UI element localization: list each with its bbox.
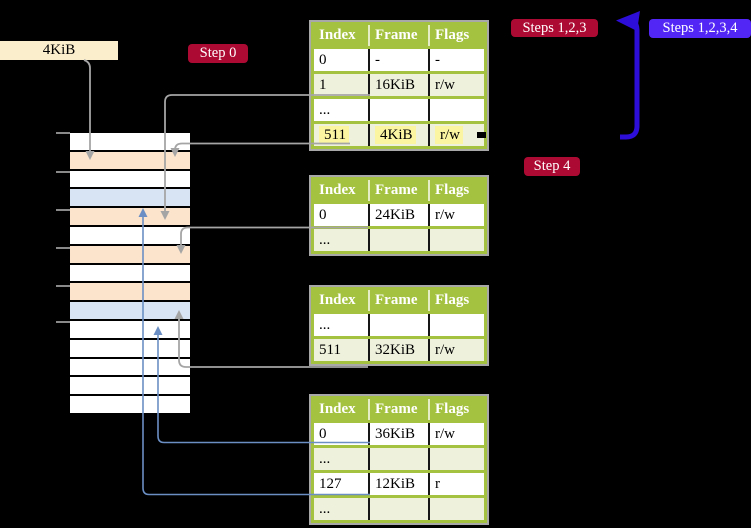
memory-frame-free [70, 358, 190, 376]
column-header: Frame [368, 23, 429, 48]
column-header: Flags [428, 23, 486, 48]
memory-tick [56, 132, 70, 134]
memory-tick [56, 285, 70, 287]
cell-flags: r [428, 470, 486, 497]
cell-flags: r/w [428, 420, 486, 447]
memory-frame-page-table [70, 208, 190, 225]
cell-frame [368, 311, 429, 338]
column-header: Index [312, 397, 369, 422]
table-header-row: Index Frame Flags [312, 178, 486, 203]
page-table-level-3: Index Frame Flags 0 24KiB r/w ... [309, 175, 489, 256]
memory-frame-page-table [70, 245, 190, 263]
memory-frame-page-table [70, 151, 190, 169]
table-row: ... [312, 96, 486, 123]
cell-frame: 36KiB [368, 420, 429, 447]
table-row: 0 24KiB r/w [312, 201, 486, 228]
memory-tick [56, 321, 70, 323]
memory-frame-mapped-page [70, 302, 190, 319]
memory-frame-free [70, 170, 190, 188]
table-header-row: Index Frame Flags [312, 23, 486, 48]
cell-flags [428, 445, 486, 472]
cell-index: ... [312, 96, 369, 123]
cell-frame: - [368, 46, 429, 73]
cell-flags [428, 226, 486, 253]
column-header: Flags [428, 288, 486, 313]
badge-step-0: Step 0 [188, 44, 248, 63]
column-header: Index [312, 288, 369, 313]
memory-frame-free [70, 377, 190, 395]
memory-tick [56, 209, 70, 211]
table-row: 511 32KiB r/w [312, 336, 486, 363]
cr3-frame-box: 4KiB [0, 41, 118, 60]
column-header: Index [312, 23, 369, 48]
memory-frame-free [70, 320, 190, 338]
cell-flags [428, 311, 486, 338]
cell-flags [428, 96, 486, 123]
page-table-level-1: Index Frame Flags 0 36KiB r/w ... 127 12… [309, 394, 489, 525]
table-row: 127 12KiB r [312, 470, 486, 497]
table-row: 0 - - [312, 46, 486, 73]
recursive-steps-arrow [616, 11, 640, 140]
cell-frame: 4KiB [368, 121, 429, 148]
column-header: Frame [368, 397, 429, 422]
cell-flags: - [428, 46, 486, 73]
memory-tick [56, 247, 70, 249]
cell-index: 0 [312, 420, 369, 447]
memory-frame-free [70, 339, 190, 357]
table-row: ... [312, 311, 486, 338]
cell-flags: r/w [428, 336, 486, 363]
page-table-level-4: Index Frame Flags 0 - - 1 16KiB r/w ... … [309, 20, 489, 151]
page-table-level-2: Index Frame Flags ... 511 32KiB r/w [309, 285, 489, 366]
cell-flags: r/w [428, 71, 486, 98]
table-row: ... [312, 495, 486, 522]
memory-frame-free [70, 264, 190, 282]
table-row: ... [312, 226, 486, 253]
cell-index: 511 [312, 121, 369, 148]
column-header: Frame [368, 178, 429, 203]
cell-index: 0 [312, 201, 369, 228]
memory-frame-page-table [70, 283, 190, 301]
memory-frame-free [70, 133, 190, 150]
memory-frame-free [70, 226, 190, 244]
cell-frame [368, 445, 429, 472]
cell-index: 1 [312, 71, 369, 98]
cell-frame [368, 96, 429, 123]
badge-steps-1234: Steps 1,2,3,4 [649, 19, 751, 38]
memory-frame-free [70, 396, 190, 413]
badge-steps-123: Steps 1,2,3 [511, 19, 598, 37]
table-header-row: Index Frame Flags [312, 397, 486, 422]
cell-flags [428, 495, 486, 522]
cell-index: 511 [312, 336, 369, 363]
cell-frame: 12KiB [368, 470, 429, 497]
cell-flags: r/w [428, 201, 486, 228]
cell-index: ... [312, 226, 369, 253]
cell-frame: 24KiB [368, 201, 429, 228]
cell-index: ... [312, 311, 369, 338]
column-header: Frame [368, 288, 429, 313]
memory-tick [56, 171, 70, 173]
table-row: ... [312, 445, 486, 472]
column-header: Index [312, 178, 369, 203]
cell-frame: 32KiB [368, 336, 429, 363]
column-header: Flags [428, 178, 486, 203]
cell-index: ... [312, 445, 369, 472]
cell-frame [368, 226, 429, 253]
memory-frame-mapped-page [70, 189, 190, 207]
table-header-row: Index Frame Flags [312, 288, 486, 313]
cell-index: ... [312, 495, 369, 522]
column-header: Flags [428, 397, 486, 422]
table-row: 0 36KiB r/w [312, 420, 486, 447]
memory-column [70, 133, 190, 415]
cell-frame [368, 495, 429, 522]
cell-index: 127 [312, 470, 369, 497]
badge-step-4: Step 4 [524, 157, 580, 176]
cell-index: 0 [312, 46, 369, 73]
table-row-highlighted: 511 4KiB r/w [312, 121, 486, 148]
cell-frame: 16KiB [368, 71, 429, 98]
cell-flags: r/w [428, 121, 486, 148]
table-row: 1 16KiB r/w [312, 71, 486, 98]
